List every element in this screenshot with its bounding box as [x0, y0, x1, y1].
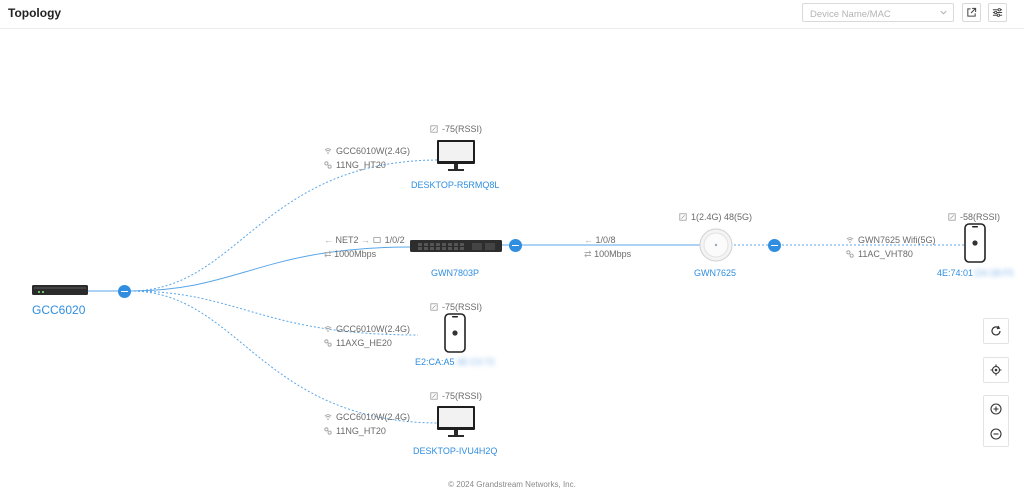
pc2-name[interactable]: DESKTOP-IVU4H2Q [413, 446, 498, 456]
pc2-ssid: GCC6010W(2.4G) [324, 412, 410, 423]
export-icon [967, 7, 977, 17]
smartphone-icon[interactable] [964, 223, 986, 268]
signal-icon [948, 213, 956, 221]
page-header: Topology [0, 0, 1024, 29]
protocol-icon [846, 250, 854, 258]
locate-icon [990, 364, 1002, 376]
wifi-icon [846, 237, 854, 243]
ap-clients: 1(2.4G) 48(5G) [679, 212, 752, 223]
phone2-ssid: GCC6010W(2.4G) [324, 324, 410, 335]
switch-device-icon[interactable] [410, 238, 502, 259]
signal-icon [679, 213, 687, 221]
pc1-mode: 11NG_HT20 [324, 160, 386, 171]
protocol-icon [324, 427, 332, 435]
link-to-phone2 [129, 290, 419, 336]
wifi-icon [324, 148, 332, 154]
phone2-mode: 11AXG_HE20 [324, 338, 392, 349]
zoom-out-button[interactable] [984, 421, 1008, 446]
phone1-rssi: -58(RSSI) [948, 212, 1000, 223]
protocol-icon [324, 339, 332, 347]
pc2-rssi: -75(RSSI) [430, 391, 482, 402]
link-to-pc2 [129, 290, 441, 424]
link-to-pc1 [129, 159, 441, 292]
phone2-name[interactable]: E2:CA:A5:3E:C0:72 [415, 357, 495, 367]
chevron-down-icon [940, 10, 947, 15]
collapse-toggle-switch[interactable] [509, 239, 522, 252]
exchange-icon: ⇄ [584, 249, 592, 259]
search-input[interactable] [803, 6, 938, 23]
switch-name[interactable]: GWN7803P [431, 268, 480, 278]
page-title: Topology [8, 6, 62, 20]
pc2-mode: 11NG_HT20 [324, 426, 386, 437]
zoom-in-button[interactable] [984, 396, 1008, 421]
signal-icon [430, 303, 438, 311]
port-icon [372, 237, 381, 243]
device-search-select[interactable] [802, 3, 954, 23]
signal-icon [430, 392, 438, 400]
wifi-icon [324, 414, 332, 420]
arrow-left-icon: ← [584, 235, 593, 245]
zoom-out-icon [990, 427, 1002, 440]
pc1-rssi: -75(RSSI) [430, 124, 482, 135]
collapse-toggle-ap[interactable] [768, 239, 781, 252]
phone1-name[interactable]: 4E:74:01:D4:1B:F5 [937, 268, 1014, 278]
display-settings-button[interactable] [988, 3, 1007, 22]
signal-icon [430, 125, 438, 133]
refresh-button[interactable] [983, 318, 1009, 344]
pc1-name[interactable]: DESKTOP-R5RMQ8L [411, 180, 500, 190]
link-to-switch [129, 246, 413, 292]
phone2-rssi: -75(RSSI) [430, 302, 482, 313]
switch-speed: ⇄ 1000Mbps [324, 249, 377, 259]
desktop-icon[interactable] [436, 405, 476, 444]
switch-ports: ← NET2 → 1/0/2 [324, 235, 405, 245]
gateway-device-icon[interactable] [32, 282, 88, 303]
ap-name[interactable]: GWN7625 [694, 268, 737, 278]
exchange-icon: ⇄ [324, 249, 332, 259]
ap-port: ← 1/0/8 [584, 235, 616, 245]
sliders-icon [992, 8, 1003, 17]
pc1-ssid: GCC6010W(2.4G) [324, 146, 410, 157]
zoom-in-icon [990, 402, 1002, 415]
gateway-name[interactable]: GCC6020 [32, 303, 86, 317]
zoom-controls [983, 395, 1009, 447]
refresh-icon [991, 325, 1001, 336]
export-button[interactable] [962, 3, 981, 22]
phone1-ssid: GWN7625 Wifi(5G) [846, 235, 936, 246]
locate-button[interactable] [983, 357, 1009, 383]
collapse-toggle-gateway[interactable] [118, 285, 131, 298]
smartphone-icon[interactable] [444, 313, 466, 358]
desktop-icon[interactable] [436, 139, 476, 178]
footer-copyright: © 2024 Grandstream Networks, Inc. [448, 480, 576, 489]
arrow-left-icon: ← [324, 235, 333, 245]
ap-speed: ⇄ 100Mbps [584, 249, 632, 259]
protocol-icon [324, 161, 332, 169]
phone1-mode: 11AC_VHT80 [846, 249, 913, 260]
wifi-icon [324, 326, 332, 332]
access-point-icon[interactable] [699, 228, 733, 267]
